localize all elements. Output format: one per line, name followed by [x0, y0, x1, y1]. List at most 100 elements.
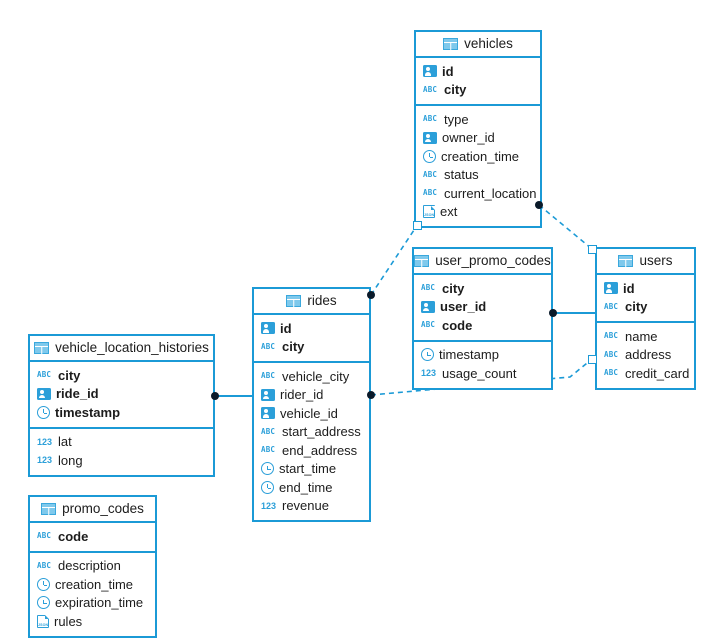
field-row[interactable]: ABC address [604, 346, 687, 365]
table-title-users: users [597, 249, 694, 275]
field-row[interactable]: creation_time [37, 575, 148, 594]
table-promo-codes[interactable]: promo_codes ABC code ABC description cre… [28, 495, 157, 638]
columns-section: timestamp 123 usage_count [414, 342, 551, 388]
field-row[interactable]: id [604, 279, 687, 298]
field-row[interactable]: rider_id [261, 386, 362, 405]
field-row[interactable]: owner_id [423, 129, 533, 148]
field-label: rules [54, 613, 83, 629]
field-row[interactable]: 123 revenue [261, 497, 362, 516]
field-row[interactable]: ABC city [604, 298, 687, 317]
field-row[interactable]: ABC city [423, 81, 533, 100]
id-icon [261, 388, 275, 401]
field-row[interactable]: ABC code [37, 527, 148, 546]
endpoint-dot-rides-bottom [367, 391, 375, 399]
abc-icon: ABC [604, 331, 619, 341]
clock-icon [37, 405, 50, 419]
field-label: creation_time [441, 148, 520, 164]
field-row[interactable]: user_id [421, 298, 544, 317]
relationship-vehicles-users [538, 204, 593, 250]
columns-section: ABC name ABC address ABC credit_card [597, 323, 694, 388]
abc-icon: ABC [261, 371, 276, 381]
field-label: revenue [282, 498, 329, 514]
field-row[interactable]: ABC name [604, 327, 687, 346]
table-rides[interactable]: rides id ABC city ABC vehicle_city rider… [252, 287, 371, 522]
id-icon [423, 131, 437, 144]
clock-icon [261, 480, 274, 494]
field-row[interactable]: ABC start_address [261, 423, 362, 442]
field-row[interactable]: ABC city [37, 366, 206, 385]
json-icon [37, 614, 49, 628]
field-label: timestamp [55, 404, 121, 420]
endpoint-dot-rides-top [367, 291, 375, 299]
field-row[interactable]: vehicle_id [261, 404, 362, 423]
field-row[interactable]: id [261, 319, 362, 338]
columns-section: ABC description creation_time expiration… [30, 553, 155, 636]
primary-key-section: id ABC city [416, 58, 540, 106]
endpoint-square-users-bottomleft [588, 355, 597, 364]
abc-icon: ABC [423, 169, 438, 179]
field-label: city [444, 82, 467, 98]
field-row[interactable]: id [423, 62, 533, 81]
field-row[interactable]: 123 lat [37, 433, 206, 452]
table-title-vehicles: vehicles [416, 32, 540, 58]
clock-icon [37, 596, 50, 610]
field-label: ride_id [56, 386, 99, 402]
table-grid-icon [443, 37, 459, 50]
primary-key-section: id ABC city [254, 315, 369, 363]
field-row[interactable]: creation_time [423, 147, 533, 166]
field-label: owner_id [442, 130, 495, 146]
table-vehicle-location-histories[interactable]: vehicle_location_histories ABC city ride… [28, 334, 215, 477]
field-row[interactable]: ABC description [37, 557, 148, 576]
field-label: start_address [282, 424, 361, 440]
field-row[interactable]: start_time [261, 460, 362, 479]
table-name: user_promo_codes [435, 253, 551, 268]
field-row[interactable]: ABC city [421, 279, 544, 298]
columns-section: ABC vehicle_city rider_id vehicle_id ABC… [254, 363, 369, 520]
primary-key-section: id ABC city [597, 275, 694, 323]
table-grid-icon [34, 341, 50, 354]
abc-icon: ABC [37, 531, 52, 541]
field-row[interactable]: end_time [261, 478, 362, 497]
clock-icon [261, 462, 274, 476]
field-row[interactable]: ABC current_location [423, 184, 537, 203]
field-row[interactable]: rules [37, 612, 148, 631]
field-row[interactable]: ABC status [423, 166, 533, 185]
field-row[interactable]: ride_id [37, 385, 206, 404]
field-label: id [623, 280, 635, 296]
field-row[interactable]: 123 usage_count [421, 364, 544, 383]
field-label: status [444, 167, 479, 183]
abc-icon: ABC [261, 426, 276, 436]
field-row[interactable]: 123 long [37, 451, 206, 470]
field-row[interactable]: ext [423, 203, 533, 222]
field-row[interactable]: ABC credit_card [604, 364, 689, 383]
number-icon: 123 [421, 368, 437, 379]
abc-icon: ABC [423, 84, 438, 94]
table-users[interactable]: users id ABC city ABC name ABC address A… [595, 247, 696, 390]
table-name: rides [307, 293, 337, 308]
field-row[interactable]: ABC code [421, 316, 544, 335]
table-grid-icon [414, 254, 430, 267]
abc-icon: ABC [421, 283, 436, 293]
abc-icon: ABC [421, 320, 436, 330]
field-row[interactable]: ABC vehicle_city [261, 367, 362, 386]
field-label: expiration_time [55, 595, 144, 611]
abc-icon: ABC [261, 341, 276, 351]
table-user-promo-codes[interactable]: user_promo_codes ABC city user_id ABC co… [412, 247, 553, 390]
field-row[interactable]: expiration_time [37, 594, 148, 613]
abc-icon: ABC [423, 114, 438, 124]
table-vehicles[interactable]: vehicles id ABC city ABC type owner_id [414, 30, 542, 228]
abc-icon: ABC [37, 560, 52, 570]
field-label: rider_id [280, 387, 324, 403]
field-label: usage_count [442, 365, 517, 381]
id-icon [261, 322, 275, 335]
relationship-rides-vehicles [370, 223, 419, 296]
field-label: type [444, 111, 469, 127]
field-row[interactable]: ABC end_address [261, 441, 362, 460]
field-label: id [442, 63, 454, 79]
field-row[interactable]: timestamp [421, 346, 544, 365]
field-row[interactable]: ABC city [261, 338, 362, 357]
field-label: user_id [440, 299, 487, 315]
field-row[interactable]: timestamp [37, 403, 206, 422]
field-row[interactable]: ABC type [423, 110, 533, 129]
